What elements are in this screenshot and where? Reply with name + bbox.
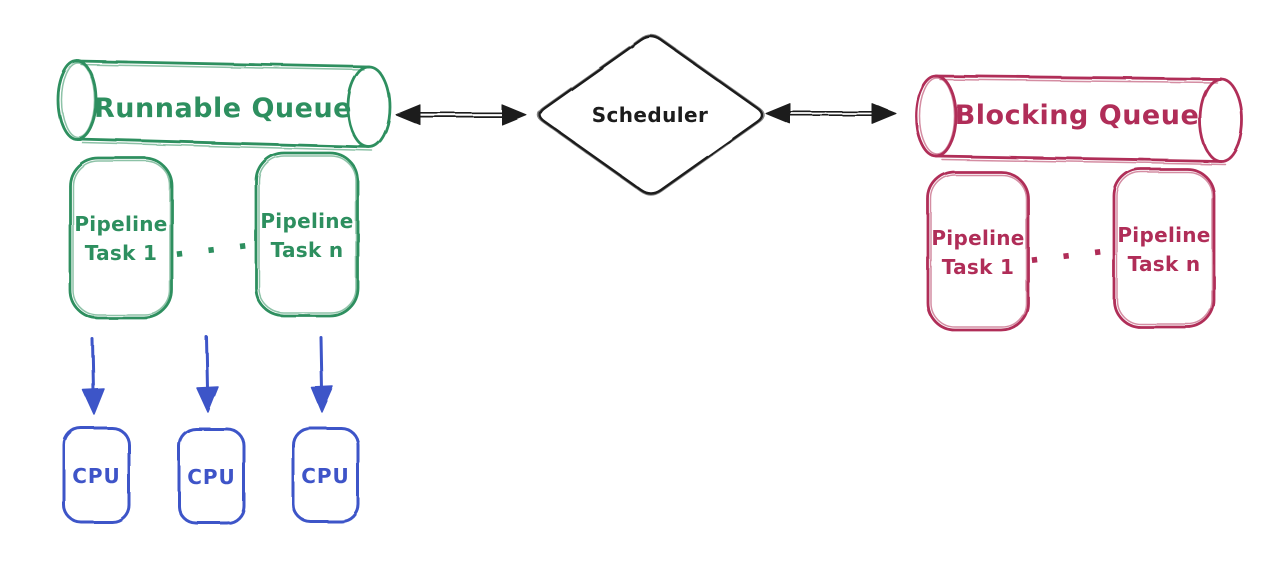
blocking-tasks-ellipsis: · · ·	[1027, 234, 1111, 278]
cpu-arrow-1	[82, 337, 105, 415]
runnable-task-last-box	[254, 151, 360, 318]
cpu-label-3: CPU	[301, 464, 350, 488]
cpu-label-2: CPU	[187, 465, 236, 489]
blocking-queue-label: Blocking Queue	[955, 100, 1200, 131]
blocking-task-first-box	[926, 170, 1030, 332]
blocking-task-first-line1: Pipeline	[931, 226, 1024, 250]
cpu-arrow-2	[196, 335, 219, 413]
blocking-task-last-line1: Pipeline	[1117, 223, 1210, 247]
cpu-boxes	[62, 426, 360, 525]
runnable-queue-label: Runnable Queue	[94, 93, 352, 124]
runnable-scheduler-arrow	[395, 104, 527, 126]
blocking-queue-cylinder	[914, 74, 1244, 165]
task-to-cpu-arrows	[82, 335, 334, 415]
runnable-tasks-ellipsis: · · ·	[172, 228, 256, 272]
cpu-label-1: CPU	[72, 464, 121, 488]
cpu-arrow-3	[311, 336, 334, 413]
scheduler-label: Scheduler	[592, 103, 709, 127]
runnable-task-last-line2: Task n	[271, 238, 344, 262]
cpu-box-3	[291, 426, 360, 523]
scheduler-blocking-arrow	[765, 103, 897, 124]
blocking-task-first-line2: Task 1	[942, 255, 1014, 279]
runnable-task-last-line1: Pipeline	[260, 209, 353, 233]
scheduler-diamond	[537, 34, 765, 196]
cpu-box-1	[62, 426, 131, 524]
runnable-queue-cylinder	[56, 59, 392, 152]
cpu-box-2	[177, 427, 246, 525]
blocking-task-last-box	[1112, 167, 1216, 329]
runnable-task-first-line1: Pipeline	[74, 212, 167, 236]
runnable-task-first-line2: Task 1	[85, 241, 157, 265]
runnable-task-first-box	[68, 156, 174, 320]
blocking-task-last-line2: Task n	[1128, 252, 1201, 276]
